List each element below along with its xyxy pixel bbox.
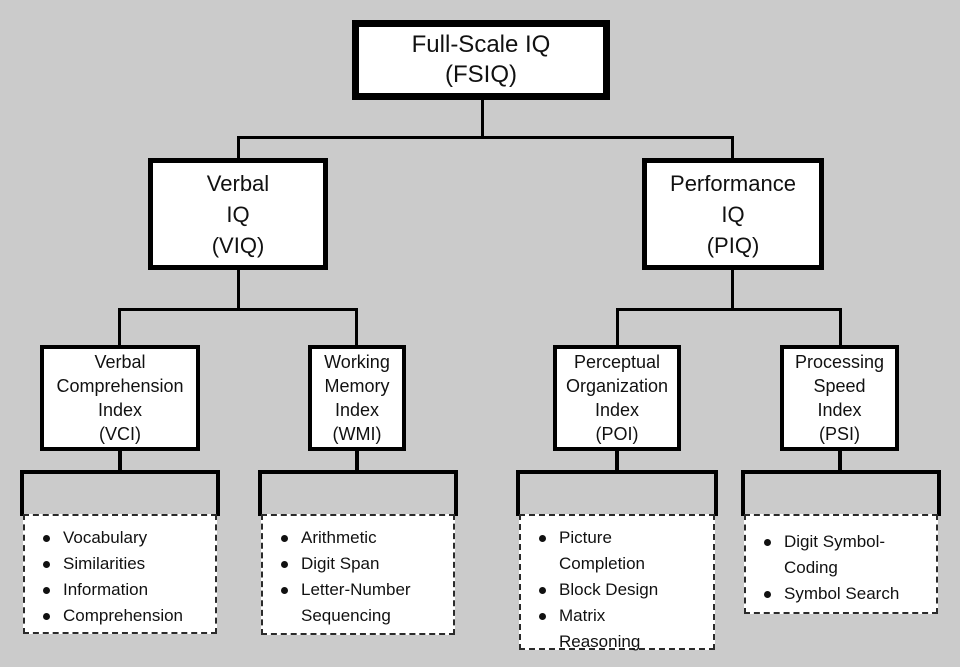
list-item: Similarities (39, 551, 211, 577)
subtest-label: Digit Symbol-Coding (784, 532, 886, 577)
node-label-line: Verbal (206, 170, 270, 196)
node-label-line: (VCI) (99, 424, 141, 444)
connector-psi-subtests (838, 451, 842, 472)
node-label-line: Index (334, 400, 380, 420)
node-full-scale-iq: Full-Scale IQ (FSIQ) (352, 20, 610, 100)
list-item: Matrix Reasoning (535, 603, 709, 655)
node-working-memory-index: Working Memory Index (WMI) (308, 345, 406, 451)
node-label-line: Verbal (94, 352, 146, 372)
subtest-items: Picture Completion Block Design Matrix R… (521, 516, 713, 655)
subtest-label: Vocabulary (63, 528, 148, 547)
node-label-line: Index (817, 400, 862, 420)
node-label-line: Speed (813, 376, 866, 396)
connector-verbal-horizontal (118, 308, 358, 311)
bullet-icon (281, 561, 288, 568)
subtest-label: Similarities (63, 554, 146, 573)
connector-piq-down (731, 270, 734, 311)
connector-performance-horizontal (616, 308, 842, 311)
node-label-line: (FSIQ) (445, 61, 517, 88)
bullet-icon (43, 613, 50, 620)
node-label-line: (WMI) (332, 424, 382, 444)
node-verbal-iq: Verbal IQ (VIQ) (148, 158, 328, 270)
node-label-line: Processing (794, 352, 885, 372)
list-item: Vocabulary (39, 525, 211, 551)
list-item: Information (39, 577, 211, 603)
node-label-line: (POI) (595, 424, 639, 444)
subtest-label: Block Design (559, 580, 659, 599)
node-label-line: Organization (565, 376, 669, 396)
node-verbal-comprehension-index: Verbal Comprehension Index (VCI) (40, 345, 200, 451)
subtest-list-wmi: Arithmetic Digit Span Letter-Number Sequ… (261, 514, 455, 635)
list-item: Digit Symbol-Coding (760, 529, 932, 581)
connector-viq-down (237, 270, 240, 311)
connector-poi-up (616, 308, 619, 345)
node-label-line: Performance (670, 170, 796, 196)
bullet-icon (539, 587, 546, 594)
connector-level2-horizontal (237, 136, 734, 139)
list-item: Arithmetic (277, 525, 449, 551)
node-perceptual-organization-index: Perceptual Organization Index (POI) (553, 345, 681, 451)
bullet-icon (43, 561, 50, 568)
list-item: Digit Span (277, 551, 449, 577)
node-performance-iq: Performance IQ (PIQ) (642, 158, 824, 270)
subtest-items: Vocabulary Similarities Information Comp… (25, 516, 215, 629)
node-label-line: Full-Scale IQ (411, 31, 551, 58)
bullet-icon (281, 587, 288, 594)
subtest-items: Digit Symbol-Coding Symbol Search (746, 516, 936, 607)
bullet-icon (539, 613, 546, 620)
subtest-bracket-poi (516, 470, 718, 516)
connector-piq-up (731, 136, 734, 158)
subtest-list-poi: Picture Completion Block Design Matrix R… (519, 514, 715, 651)
subtest-label: Comprehension (63, 606, 184, 625)
connector-fsiq-down (481, 100, 484, 139)
subtest-items: Arithmetic Digit Span Letter-Number Sequ… (263, 516, 453, 629)
subtest-label: Matrix Reasoning (559, 606, 641, 651)
node-label-line: Working (324, 352, 390, 372)
node-label-line: Index (97, 400, 143, 420)
list-item: Picture Completion (535, 525, 709, 577)
bullet-icon (43, 587, 50, 594)
node-label-line: IQ (721, 201, 745, 227)
node-label-line: Perceptual (573, 352, 661, 372)
node-label-line: Memory (324, 376, 390, 396)
subtest-label: Symbol Search (784, 584, 900, 603)
subtest-list-psi: Digit Symbol-Coding Symbol Search (744, 514, 938, 614)
bullet-icon (43, 535, 50, 542)
connector-vci-up (118, 308, 121, 345)
subtest-label: Picture Completion (559, 528, 645, 573)
node-label-line: (PIQ) (706, 232, 760, 258)
list-item: Symbol Search (760, 581, 932, 607)
connector-viq-up (237, 136, 240, 158)
subtest-label: Arithmetic (301, 528, 377, 547)
node-processing-speed-index: Processing Speed Index (PSI) (780, 345, 899, 451)
connector-vci-subtests (118, 451, 122, 472)
node-label-line: Comprehension (56, 376, 184, 396)
node-label-line: Index (594, 400, 640, 420)
subtest-bracket-vci (20, 470, 220, 516)
bullet-icon (764, 591, 771, 598)
list-item: Block Design (535, 577, 709, 603)
subtest-label: Digit Span (301, 554, 380, 573)
subtest-label: Letter-Number Sequencing (301, 580, 411, 625)
node-label-line: IQ (226, 201, 250, 227)
bullet-icon (764, 539, 771, 546)
subtest-bracket-wmi (258, 470, 458, 516)
connector-poi-subtests (615, 451, 619, 472)
node-label-line: (PSI) (818, 424, 860, 444)
bullet-icon (281, 535, 288, 542)
subtest-list-vci: Vocabulary Similarities Information Comp… (23, 514, 217, 634)
connector-wmi-up (355, 308, 358, 345)
subtest-bracket-psi (741, 470, 941, 516)
list-item: Letter-Number Sequencing (277, 577, 449, 629)
subtest-label: Information (63, 580, 149, 599)
node-label-line: (VIQ) (211, 232, 265, 258)
connector-psi-up (839, 308, 842, 345)
list-item: Comprehension (39, 603, 211, 629)
connector-wmi-subtests (355, 451, 359, 472)
bullet-icon (539, 535, 546, 542)
